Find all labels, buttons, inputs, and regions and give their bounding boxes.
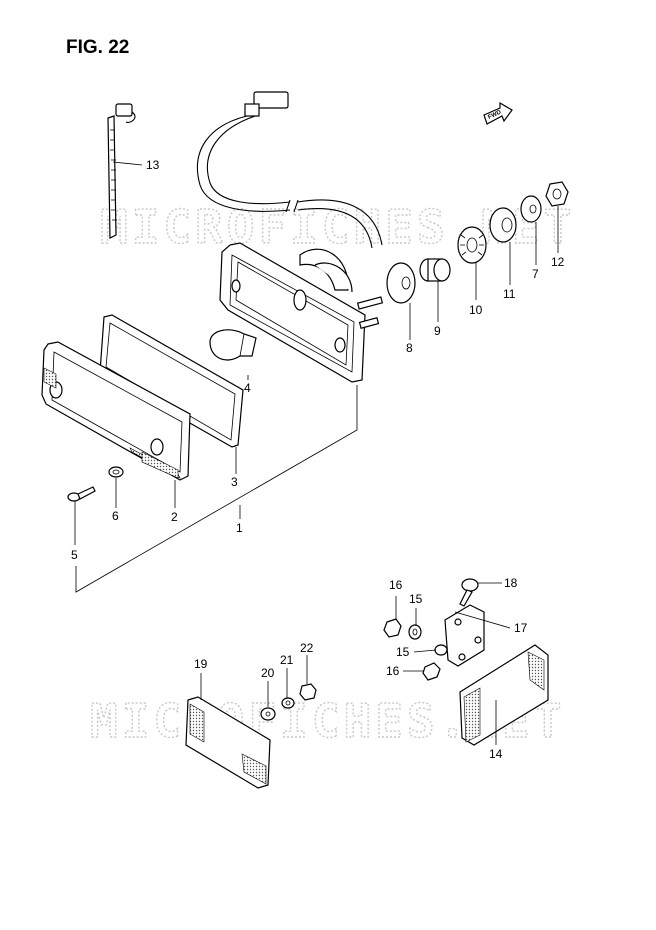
nut-16-upper-part (383, 618, 402, 638)
cable-tie-part (107, 103, 136, 239)
lens-part (41, 341, 191, 481)
washer-15-lower-part (434, 644, 448, 656)
callout-3: 3 (231, 475, 238, 489)
grommet-11-part (489, 207, 517, 243)
lamp-housing-part (219, 242, 384, 383)
reflector-19-part (185, 696, 271, 789)
callout-11: 11 (503, 287, 516, 301)
callout-20: 20 (261, 666, 275, 680)
wiring-harness (196, 91, 383, 249)
washer-6-part (108, 466, 124, 478)
callout-12: 12 (551, 255, 565, 269)
washer-15-upper-part (408, 624, 422, 640)
callout-15-upper: 15 (409, 592, 423, 606)
nut-22-part (299, 683, 317, 701)
callout-9: 9 (434, 324, 441, 338)
fwd-label: FWD (487, 109, 503, 120)
bulb-part (209, 329, 257, 361)
callout-16-lower: 16 (386, 664, 400, 678)
callout-22: 22 (300, 641, 314, 655)
callout-15-lower: 15 (396, 645, 410, 659)
forward-arrow-icon: FWD (483, 101, 513, 125)
callout-4: 4 (244, 381, 251, 395)
nut-12-part (545, 181, 569, 207)
washer-20-part (260, 707, 276, 721)
lockwasher-21-part (281, 697, 295, 709)
callout-2: 2 (171, 510, 178, 524)
callout-1: 1 (236, 521, 243, 535)
callout-16-upper: 16 (389, 578, 403, 592)
callout-21: 21 (280, 653, 294, 667)
callout-13: 13 (146, 158, 160, 172)
callout-17: 17 (514, 621, 528, 635)
callout-5: 5 (71, 548, 78, 562)
lockwasher-10-part (457, 226, 487, 264)
reflector-14-part (459, 644, 549, 746)
callout-7: 7 (532, 267, 539, 281)
bracket-17-part (444, 604, 485, 667)
screw-18-part (459, 578, 479, 607)
callout-18: 18 (504, 576, 518, 590)
nut-16-lower-part (422, 662, 441, 681)
callout-19: 19 (194, 657, 208, 671)
washer-7-part (520, 195, 542, 223)
callout-labels: 13 4 3 2 6 1 5 8 9 10 11 7 12 16 15 18 1… (71, 158, 565, 761)
leader-lines (74, 161, 559, 745)
callout-8: 8 (406, 341, 413, 355)
callout-6: 6 (112, 509, 119, 523)
callout-10: 10 (469, 303, 483, 317)
spacer-9-part (419, 258, 451, 282)
callout-14: 14 (489, 747, 503, 761)
screw-5-part (67, 486, 96, 502)
washer-8-part (386, 262, 416, 304)
figure-title: FIG. 22 (66, 37, 129, 58)
